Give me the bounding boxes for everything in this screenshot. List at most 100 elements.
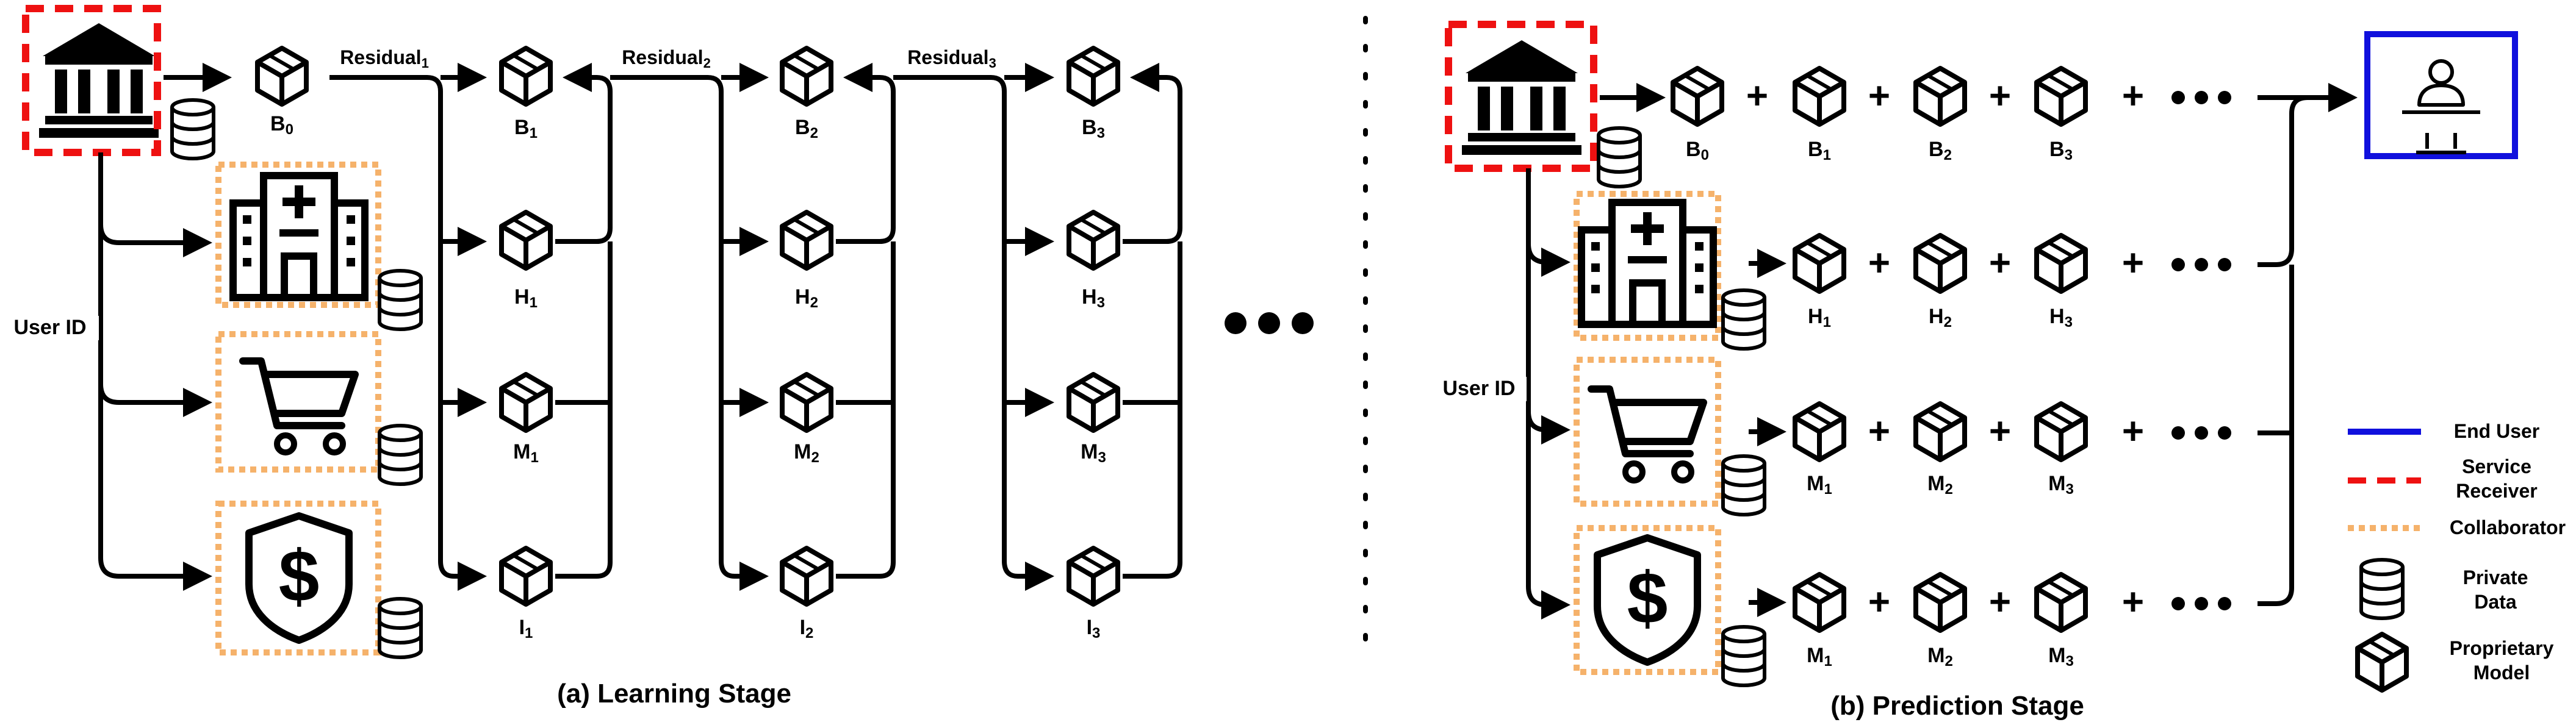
svg-text:H2: H2 [1929, 305, 1952, 330]
svg-text:H3: H3 [2049, 305, 2073, 330]
continuation-dot [1258, 312, 1280, 334]
svg-text:Model: Model [2473, 662, 2530, 684]
model-cube-icon [1916, 235, 1965, 291]
svg-text:B1: B1 [514, 116, 538, 141]
model-cube-icon [1673, 68, 1722, 124]
prediction-row-4: + + + M1 M2 M3 [1749, 574, 2231, 670]
svg-text:+: + [1868, 581, 1890, 623]
svg-text:B3: B3 [2049, 138, 2073, 163]
model-cube-icon [782, 48, 831, 104]
model-cube-icon [1795, 574, 1844, 630]
svg-text:B0: B0 [1686, 138, 1709, 163]
model-cube-icon [2037, 68, 2085, 124]
model-cube-icon [1069, 548, 1118, 604]
model-cube-icon [257, 48, 306, 104]
model-cube-icon [2037, 404, 2085, 460]
service-receiver-frame [1445, 21, 1597, 172]
legend-service-receiver: Service [2462, 455, 2531, 477]
residual-label-1: Residual1 [340, 46, 429, 71]
aggregation-bus [2258, 83, 2358, 606]
svg-text:M1: M1 [1807, 472, 1832, 498]
cart-icon [243, 361, 355, 452]
legend: End User Service Receiver Collaborator P… [2348, 420, 2566, 690]
svg-text:M1: M1 [513, 440, 539, 466]
hospital-icon [1581, 202, 1713, 324]
svg-text:B2: B2 [795, 116, 818, 141]
service-receiver-frame [22, 5, 161, 156]
svg-text:M1: M1 [1807, 644, 1832, 670]
legend-end-user: End User [2454, 420, 2539, 442]
database-icon [1723, 290, 1765, 349]
model-cube-icon [1069, 374, 1118, 430]
model-cube-icon [2037, 235, 2085, 291]
prediction-stage-panel: User ID + + + + B0 B1 B2 B3 + + + [1435, 21, 2518, 721]
model-cube-icon [782, 548, 831, 604]
model-label-b0: B0 [270, 112, 293, 138]
svg-text:M3: M3 [2048, 472, 2074, 498]
collaborator-frame-hospital [1574, 191, 1721, 341]
svg-text:B3: B3 [1082, 116, 1105, 141]
continuation-dot [1292, 312, 1314, 334]
svg-text:+: + [2122, 581, 2144, 623]
bank-icon [1462, 40, 1581, 155]
learning-column-3: Residual3 B3 H3 M3 I3 [836, 46, 1118, 641]
user-id-label: User ID [13, 316, 86, 339]
residual-label-2: Residual2 [622, 46, 711, 71]
model-cube-icon [1795, 68, 1844, 124]
svg-text:H1: H1 [514, 285, 538, 311]
svg-text:+: + [2122, 242, 2144, 284]
model-cube-icon [1795, 404, 1844, 460]
model-cube-icon [782, 374, 831, 430]
collaborator-frame-shop [1574, 357, 1721, 507]
prediction-row-m: + + + M1 M2 M3 [1749, 404, 2231, 498]
end-user-frame [2364, 31, 2518, 159]
svg-text:M3: M3 [2048, 644, 2074, 670]
database-icon [1723, 456, 1765, 515]
database-icon [1599, 128, 1640, 187]
model-cube-icon [502, 212, 550, 268]
collaborator-frame-finance [215, 501, 381, 655]
prediction-row-b: + + + + B0 B1 B2 B3 [1600, 68, 2231, 163]
model-cube-icon [782, 212, 831, 268]
svg-text:I3: I3 [1087, 616, 1101, 641]
model-cube-icon [1916, 68, 1965, 124]
model-cube-icon [1795, 235, 1844, 291]
model-cube-icon [502, 374, 550, 430]
collaborator-frame-shop [215, 331, 381, 473]
database-icon [380, 426, 421, 484]
database-icon [172, 100, 214, 159]
database-icon [380, 271, 421, 329]
learning-return-bus [1123, 63, 1182, 579]
svg-text:M2: M2 [794, 440, 819, 466]
cart-icon [1591, 389, 1704, 480]
svg-text:I1: I1 [519, 616, 533, 641]
model-cube-icon [1069, 48, 1118, 104]
svg-text:+: + [2122, 410, 2144, 452]
user-id-connectors [98, 152, 212, 591]
model-cube-icon [2037, 574, 2085, 630]
svg-text:+: + [1868, 410, 1890, 452]
end-user-icon [2402, 61, 2480, 112]
legend-private-data-icon [2361, 560, 2403, 618]
svg-text:+: + [1989, 410, 2011, 452]
learning-stage-panel: User ID B0 Residual1 B1 H1 M1 I1 [7, 5, 1314, 709]
svg-text:H2: H2 [795, 285, 818, 311]
residual-label-3: Residual3 [907, 46, 996, 71]
svg-text:+: + [1868, 242, 1890, 284]
svg-text:M2: M2 [1927, 644, 1953, 670]
bank-icon [39, 23, 159, 138]
shield-dollar-icon [1597, 538, 1697, 662]
legend-private-data: Private [2463, 566, 2528, 588]
svg-text:Data: Data [2474, 591, 2517, 613]
svg-text:+: + [1989, 242, 2011, 284]
collaborator-frame-finance [1574, 525, 1721, 675]
svg-text:I2: I2 [800, 616, 814, 641]
svg-text:+: + [1746, 75, 1768, 117]
svg-text:Receiver: Receiver [2456, 480, 2537, 502]
svg-text:H3: H3 [1082, 285, 1105, 311]
model-cube-icon [1916, 574, 1965, 630]
model-cube-icon [1069, 212, 1118, 268]
prediction-stage-caption: (b) Prediction Stage [1830, 691, 2084, 721]
svg-text:M2: M2 [1927, 472, 1953, 498]
